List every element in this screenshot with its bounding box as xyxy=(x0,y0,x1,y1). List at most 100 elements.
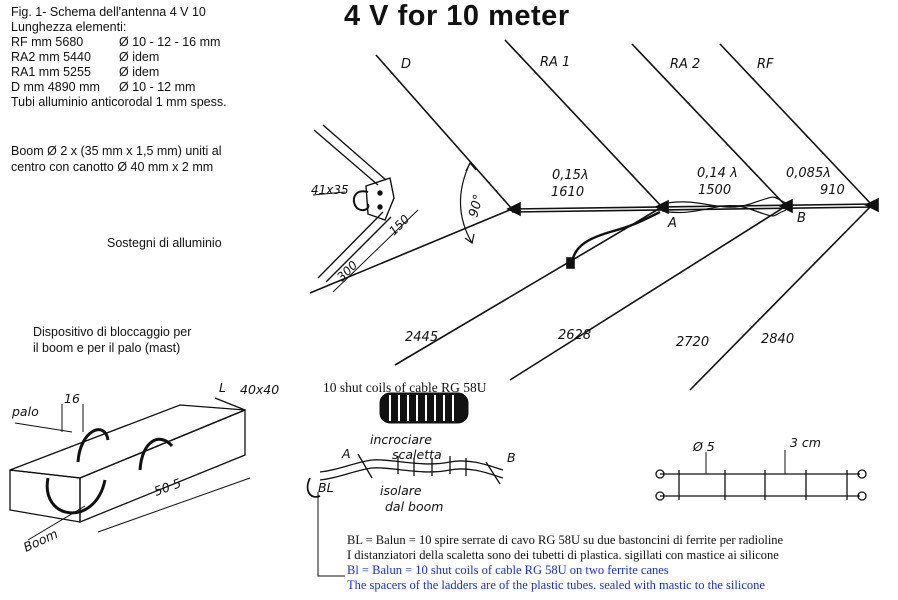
ladder-upper xyxy=(319,459,504,473)
dim-line-300 xyxy=(332,231,396,293)
coax-connector xyxy=(566,257,575,269)
bracket-arm-lower xyxy=(325,216,392,283)
gap-label: 16 xyxy=(64,391,80,406)
length-rf: 2840 xyxy=(761,332,794,347)
rail-eye xyxy=(655,491,665,501)
ladder-lower xyxy=(319,467,504,481)
angle-arrow xyxy=(465,161,477,172)
point-a: A xyxy=(667,216,677,231)
rail-eye xyxy=(857,469,867,479)
lock-note-line: il boom e per il palo (mast) xyxy=(33,341,181,355)
spec-row: D mm 4890 mm Ø 10 - 12 mm xyxy=(11,80,227,95)
corner-label: L xyxy=(219,380,226,395)
dim-line-plate xyxy=(312,191,346,196)
balun-coil xyxy=(379,392,469,424)
spacing-mm-2: 1500 xyxy=(698,183,731,198)
ladder-isolare-label: isolare xyxy=(380,483,422,498)
spacing-fraction-1: 0,15λ xyxy=(552,168,589,183)
arm1-dim-label: 300 xyxy=(334,258,360,284)
ladder-boom-label: dal boom xyxy=(385,499,443,514)
angle-arc xyxy=(459,162,473,244)
length-d: 2445 xyxy=(405,330,438,345)
label-ra1: RA 1 xyxy=(540,55,570,70)
bracket-arm-upper xyxy=(313,129,379,186)
element-d-upper xyxy=(375,54,513,210)
length-dim xyxy=(97,477,251,533)
element-rf-lower xyxy=(689,204,873,391)
element-ra1-upper xyxy=(504,39,663,208)
coils-label: 10 shut coils of cable RG 58U xyxy=(323,380,487,395)
clamp-top-face xyxy=(9,404,246,479)
ladder-a-label: A xyxy=(341,446,351,461)
boom-arrow xyxy=(27,505,86,541)
note-en-spacers: The spacers of the ladders are of the pl… xyxy=(347,578,765,592)
specs-tubes: Tubi alluminio anticorodal 1 mm spess. xyxy=(11,95,227,109)
spec-element: RA1 mm 5255 xyxy=(11,65,91,79)
cross-marker xyxy=(357,453,373,479)
rail-eye xyxy=(655,469,665,479)
boom-line xyxy=(511,203,876,210)
label-ra2: RA 2 xyxy=(670,57,700,72)
bracket-arm-upper xyxy=(322,124,387,181)
boom-line xyxy=(511,206,876,213)
feed-line-lower xyxy=(661,205,787,217)
angle-label: 90° xyxy=(466,193,486,219)
spec-row: RF mm 5680 Ø 10 - 12 - 16 mm xyxy=(11,35,227,50)
element-ra2-lower xyxy=(509,205,787,381)
clamp-edge xyxy=(214,397,246,411)
spacer-ladder xyxy=(655,450,867,501)
page-title: 4 V for 10 meter xyxy=(344,0,570,32)
lock-note: Dispositivo di bloccaggio per il boom e … xyxy=(33,324,191,356)
antenna-diagram xyxy=(309,39,879,391)
hub-rf xyxy=(864,197,879,213)
spec-element: RF mm 5680 xyxy=(11,35,84,49)
ladder-bl-label: BL xyxy=(318,480,334,495)
spec-diameter: Ø 10 - 12 mm xyxy=(119,80,196,94)
lock-note-line: Dispositivo di bloccaggio per xyxy=(33,325,192,339)
palo-arrow xyxy=(14,422,73,433)
note-it-spacers: I distanziatori della scaletta sono dei … xyxy=(347,548,779,562)
point-b: B xyxy=(797,211,806,226)
end-marker xyxy=(485,461,501,485)
bracket-bolt xyxy=(377,204,383,210)
note-it-balun: BL = Balun = 10 spire serrate di cavo RG… xyxy=(347,533,784,547)
bracket-arm-lower xyxy=(317,211,384,279)
boom-note-line: Boom Ø 2 x (35 mm x 1,5 mm) uniti al xyxy=(11,144,222,158)
clamp-side-face xyxy=(9,469,81,523)
ladder-diagram xyxy=(306,453,504,577)
boom-note-line: centro con canotto Ø 40 mm x 2 mm xyxy=(11,159,214,174)
support-bracket xyxy=(312,124,419,293)
spacing-mm-3: 910 xyxy=(820,183,845,198)
element-specs: Fig. 1- Schema dell'antenna 4 V 10 Lungh… xyxy=(11,5,227,110)
feed-line-upper xyxy=(661,196,787,208)
u-bolt-upper xyxy=(76,428,110,463)
rail-eye xyxy=(857,491,867,501)
length-label: 50 5 xyxy=(152,475,183,499)
spacing-fraction-3: 0,085λ xyxy=(786,166,831,181)
clamp-diagram xyxy=(9,397,251,541)
ladder-b-label: B xyxy=(507,450,516,465)
spec-diameter: Ø idem xyxy=(119,65,160,79)
spec-row: RA1 mm 5255 Ø idem xyxy=(11,65,227,80)
length-ra1: 2628 xyxy=(558,328,591,343)
bracket-bolt xyxy=(377,190,383,196)
spec-diameter: Ø 10 - 12 - 16 mm xyxy=(119,35,221,49)
coil-body xyxy=(379,392,469,424)
ladder-spacing-label: 3 cm xyxy=(790,435,821,450)
clamp-front-face xyxy=(79,409,246,523)
element-rf-upper xyxy=(719,43,873,206)
length-ra2: 2720 xyxy=(676,335,709,350)
element-d-lower xyxy=(309,208,513,294)
spacing-fraction-2: 0,14 λ xyxy=(697,166,738,181)
angle-arrow xyxy=(464,233,475,245)
size-label: 40x40 xyxy=(240,382,279,397)
u-bolt-upper xyxy=(138,437,174,471)
spec-element: D mm 4890 mm xyxy=(11,80,100,94)
element-ra1-lower xyxy=(394,206,663,366)
palo-label: palo xyxy=(11,404,39,419)
plate-dim-label: 41x35 xyxy=(311,183,349,197)
dim-line-150 xyxy=(394,209,419,233)
